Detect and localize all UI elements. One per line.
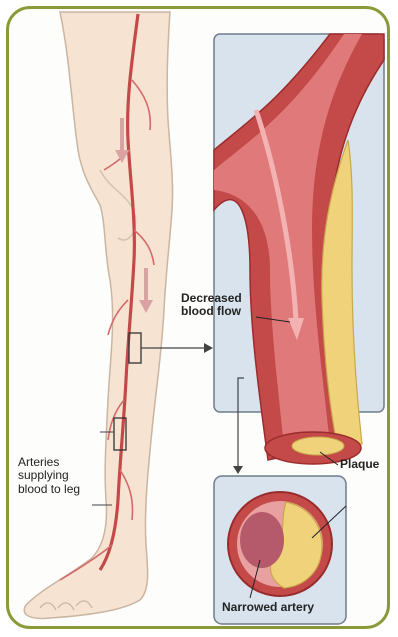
callout-arrow-icon	[204, 343, 213, 353]
label-decreased-blood-flow: Decreased blood flow	[181, 292, 242, 319]
leg-skin	[24, 12, 172, 618]
label-narrowed-artery: Narrowed artery	[222, 601, 314, 614]
label-plaque: Plaque	[340, 458, 379, 471]
label-arteries-supplying: Arteries supplying blood to leg	[18, 456, 80, 496]
artery-longitudinal-panel	[214, 34, 384, 474]
cut-end-plaque	[292, 437, 344, 455]
callout-arrow-icon	[233, 466, 243, 474]
narrowed-lumen	[240, 512, 284, 568]
